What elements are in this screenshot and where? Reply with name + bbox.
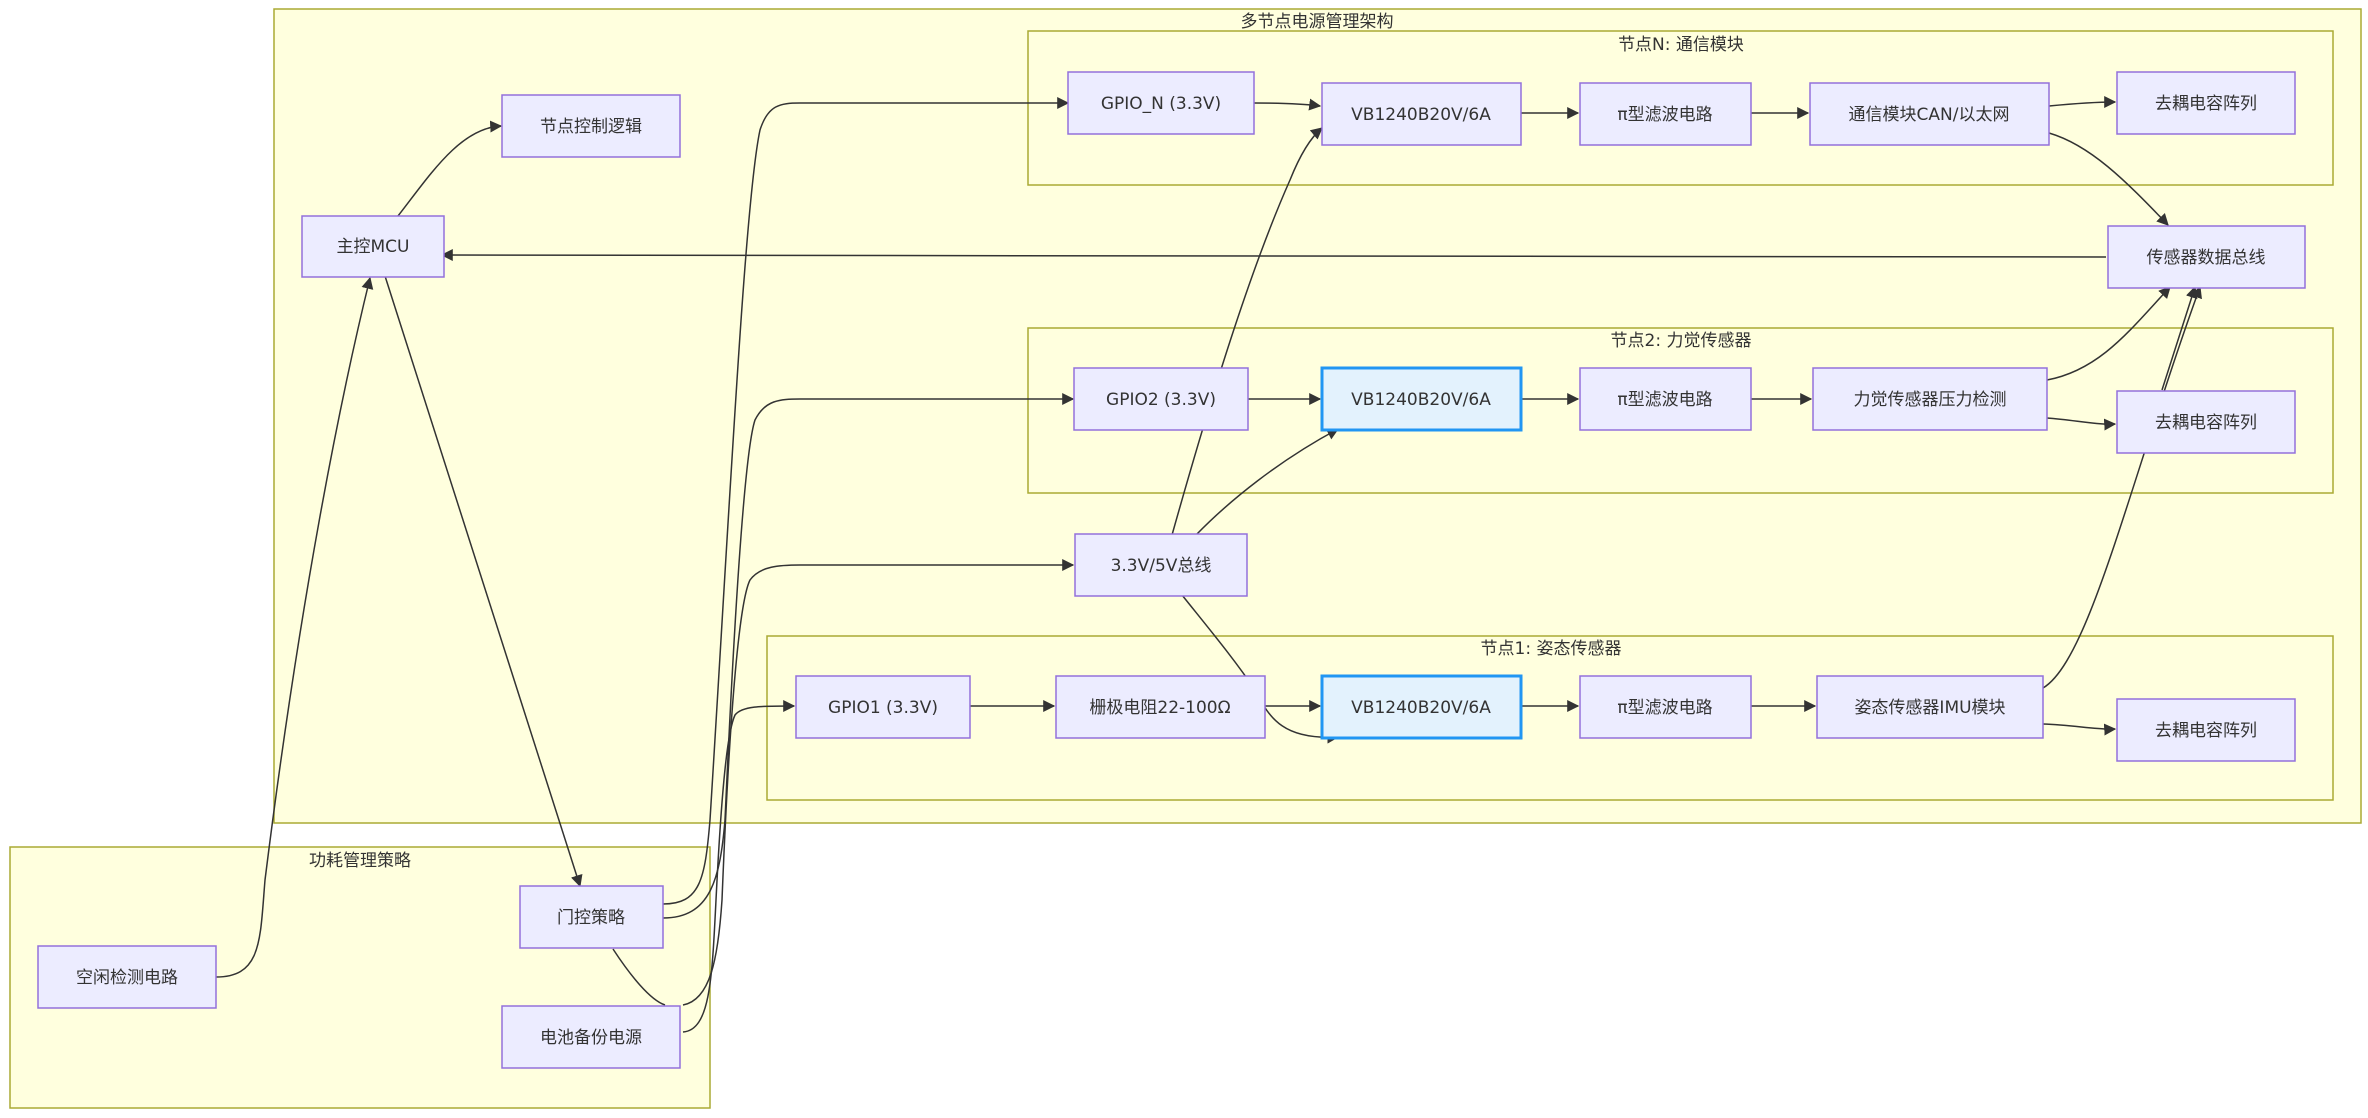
- svg-text:门控策略: 门控策略: [557, 908, 625, 928]
- edge-gating-gpion: [662, 97, 1070, 905]
- node-force-sensor[interactable]: 力觉传感器压力检测: [1812, 367, 2048, 431]
- node-decap-n[interactable]: 去耦电容阵列: [2116, 71, 2296, 135]
- node-gpio1[interactable]: GPIO1 (3.3V): [795, 675, 971, 739]
- svg-text:π型滤波电路: π型滤波电路: [1617, 105, 1712, 125]
- svg-text:栅极电阻22-100Ω: 栅极电阻22-100Ω: [1089, 698, 1230, 718]
- edge-imu-decap1: [2042, 723, 2117, 736]
- node-gate-resistor[interactable]: 栅极电阻22-100Ω: [1055, 675, 1266, 739]
- node-filter-2[interactable]: π型滤波电路: [1579, 367, 1752, 431]
- svg-text:GPIO1 (3.3V): GPIO1 (3.3V): [828, 698, 938, 718]
- cluster-power-strategy-label: 功耗管理策略: [309, 851, 411, 871]
- svg-text:姿态传感器IMU模块: 姿态传感器IMU模块: [1854, 698, 2005, 718]
- svg-text:去耦电容阵列: 去耦电容阵列: [2155, 721, 2257, 741]
- edge-mcu-ctrl: [397, 120, 503, 217]
- edge-gating-gpio2: [662, 393, 1075, 919]
- edge-idle-mcu: [215, 276, 374, 978]
- node-vb-2[interactable]: VB1240B20V/6A: [1320, 366, 1523, 432]
- node-power-bus[interactable]: 3.3V/5V总线: [1074, 533, 1248, 597]
- cluster-node-2-label: 节点2: 力觉传感器: [1611, 331, 1752, 351]
- node-filter-n[interactable]: π型滤波电路: [1579, 82, 1752, 146]
- edge-comm-sensorbus: [2048, 132, 2169, 226]
- node-sensor-data-bus[interactable]: 传感器数据总线: [2107, 225, 2306, 289]
- svg-text:GPIO_N (3.3V): GPIO_N (3.3V): [1101, 94, 1221, 114]
- node-comm-module[interactable]: 通信模块CAN/以太网: [1809, 82, 2050, 146]
- svg-text:主控MCU: 主控MCU: [337, 237, 410, 257]
- node-decap-2[interactable]: 去耦电容阵列: [2116, 390, 2296, 454]
- edge-comm-decapn: [2048, 96, 2117, 109]
- svg-text:通信模块CAN/以太网: 通信模块CAN/以太网: [1849, 105, 2010, 125]
- svg-text:电池备份电源: 电池备份电源: [540, 1028, 642, 1048]
- node-decap-1[interactable]: 去耦电容阵列: [2116, 698, 2296, 762]
- node-imu-module[interactable]: 姿态传感器IMU模块: [1816, 675, 2044, 739]
- svg-text:3.3V/5V总线: 3.3V/5V总线: [1111, 556, 1212, 576]
- cluster-main-label: 多节点电源管理架构: [1241, 12, 1394, 32]
- svg-text:传感器数据总线: 传感器数据总线: [2147, 248, 2266, 268]
- edge-gpion-vbn: [1253, 98, 1322, 111]
- svg-text:节点控制逻辑: 节点控制逻辑: [540, 117, 642, 137]
- edges: [215, 96, 2202, 1033]
- node-control-logic[interactable]: 节点控制逻辑: [501, 94, 681, 158]
- edge-battery-gpio1: [682, 700, 796, 1033]
- edge-bus-vbn: [1171, 127, 1323, 536]
- edge-sensorbus-mcu: [440, 249, 2107, 262]
- svg-text:VB1240B20V/6A: VB1240B20V/6A: [1351, 390, 1491, 410]
- svg-text:GPIO2 (3.3V): GPIO2 (3.3V): [1106, 390, 1216, 410]
- svg-text:去耦电容阵列: 去耦电容阵列: [2155, 413, 2257, 433]
- node-battery-backup[interactable]: 电池备份电源: [501, 1005, 681, 1069]
- svg-text:力觉传感器压力检测: 力觉传感器压力检测: [1854, 390, 2007, 410]
- cluster-node-1-label: 节点1: 姿态传感器: [1481, 639, 1622, 659]
- node-main-mcu[interactable]: 主控MCU: [301, 215, 445, 278]
- edge-force-decap2: [2046, 417, 2117, 431]
- nodes: 节点控制逻辑 主控MCU GPIO_N (3.3V) VB1240B20V/6A…: [37, 71, 2306, 1069]
- svg-text:π型滤波电路: π型滤波电路: [1617, 698, 1712, 718]
- svg-text:π型滤波电路: π型滤波电路: [1617, 390, 1712, 410]
- edge-mcu-gating: [384, 275, 583, 888]
- node-idle-detect[interactable]: 空闲检测电路: [37, 945, 217, 1009]
- node-vb-1[interactable]: VB1240B20V/6A: [1320, 674, 1523, 740]
- cluster-node-n-label: 节点N: 通信模块: [1618, 35, 1744, 55]
- svg-text:去耦电容阵列: 去耦电容阵列: [2155, 94, 2257, 114]
- edge-force-sensorbus: [2046, 286, 2171, 381]
- cluster-node-1: 节点1: 姿态传感器: [766, 635, 2334, 801]
- node-filter-1[interactable]: π型滤波电路: [1579, 675, 1752, 739]
- edge-bus-vb2: [1195, 428, 1340, 536]
- svg-text:VB1240B20V/6A: VB1240B20V/6A: [1351, 698, 1491, 718]
- edge-decap2-sensorbus: [2161, 285, 2198, 391]
- svg-text:VB1240B20V/6A: VB1240B20V/6A: [1351, 105, 1491, 125]
- edge-gating-battery: [612, 948, 666, 1006]
- edge-imu-sensorbus: [2042, 285, 2202, 689]
- node-gpio2[interactable]: GPIO2 (3.3V): [1073, 367, 1249, 431]
- node-gating-strategy[interactable]: 门控策略: [519, 885, 664, 949]
- svg-text:空闲检测电路: 空闲检测电路: [76, 968, 178, 988]
- node-vb-n[interactable]: VB1240B20V/6A: [1321, 82, 1522, 146]
- node-gpio-n[interactable]: GPIO_N (3.3V): [1067, 71, 1255, 135]
